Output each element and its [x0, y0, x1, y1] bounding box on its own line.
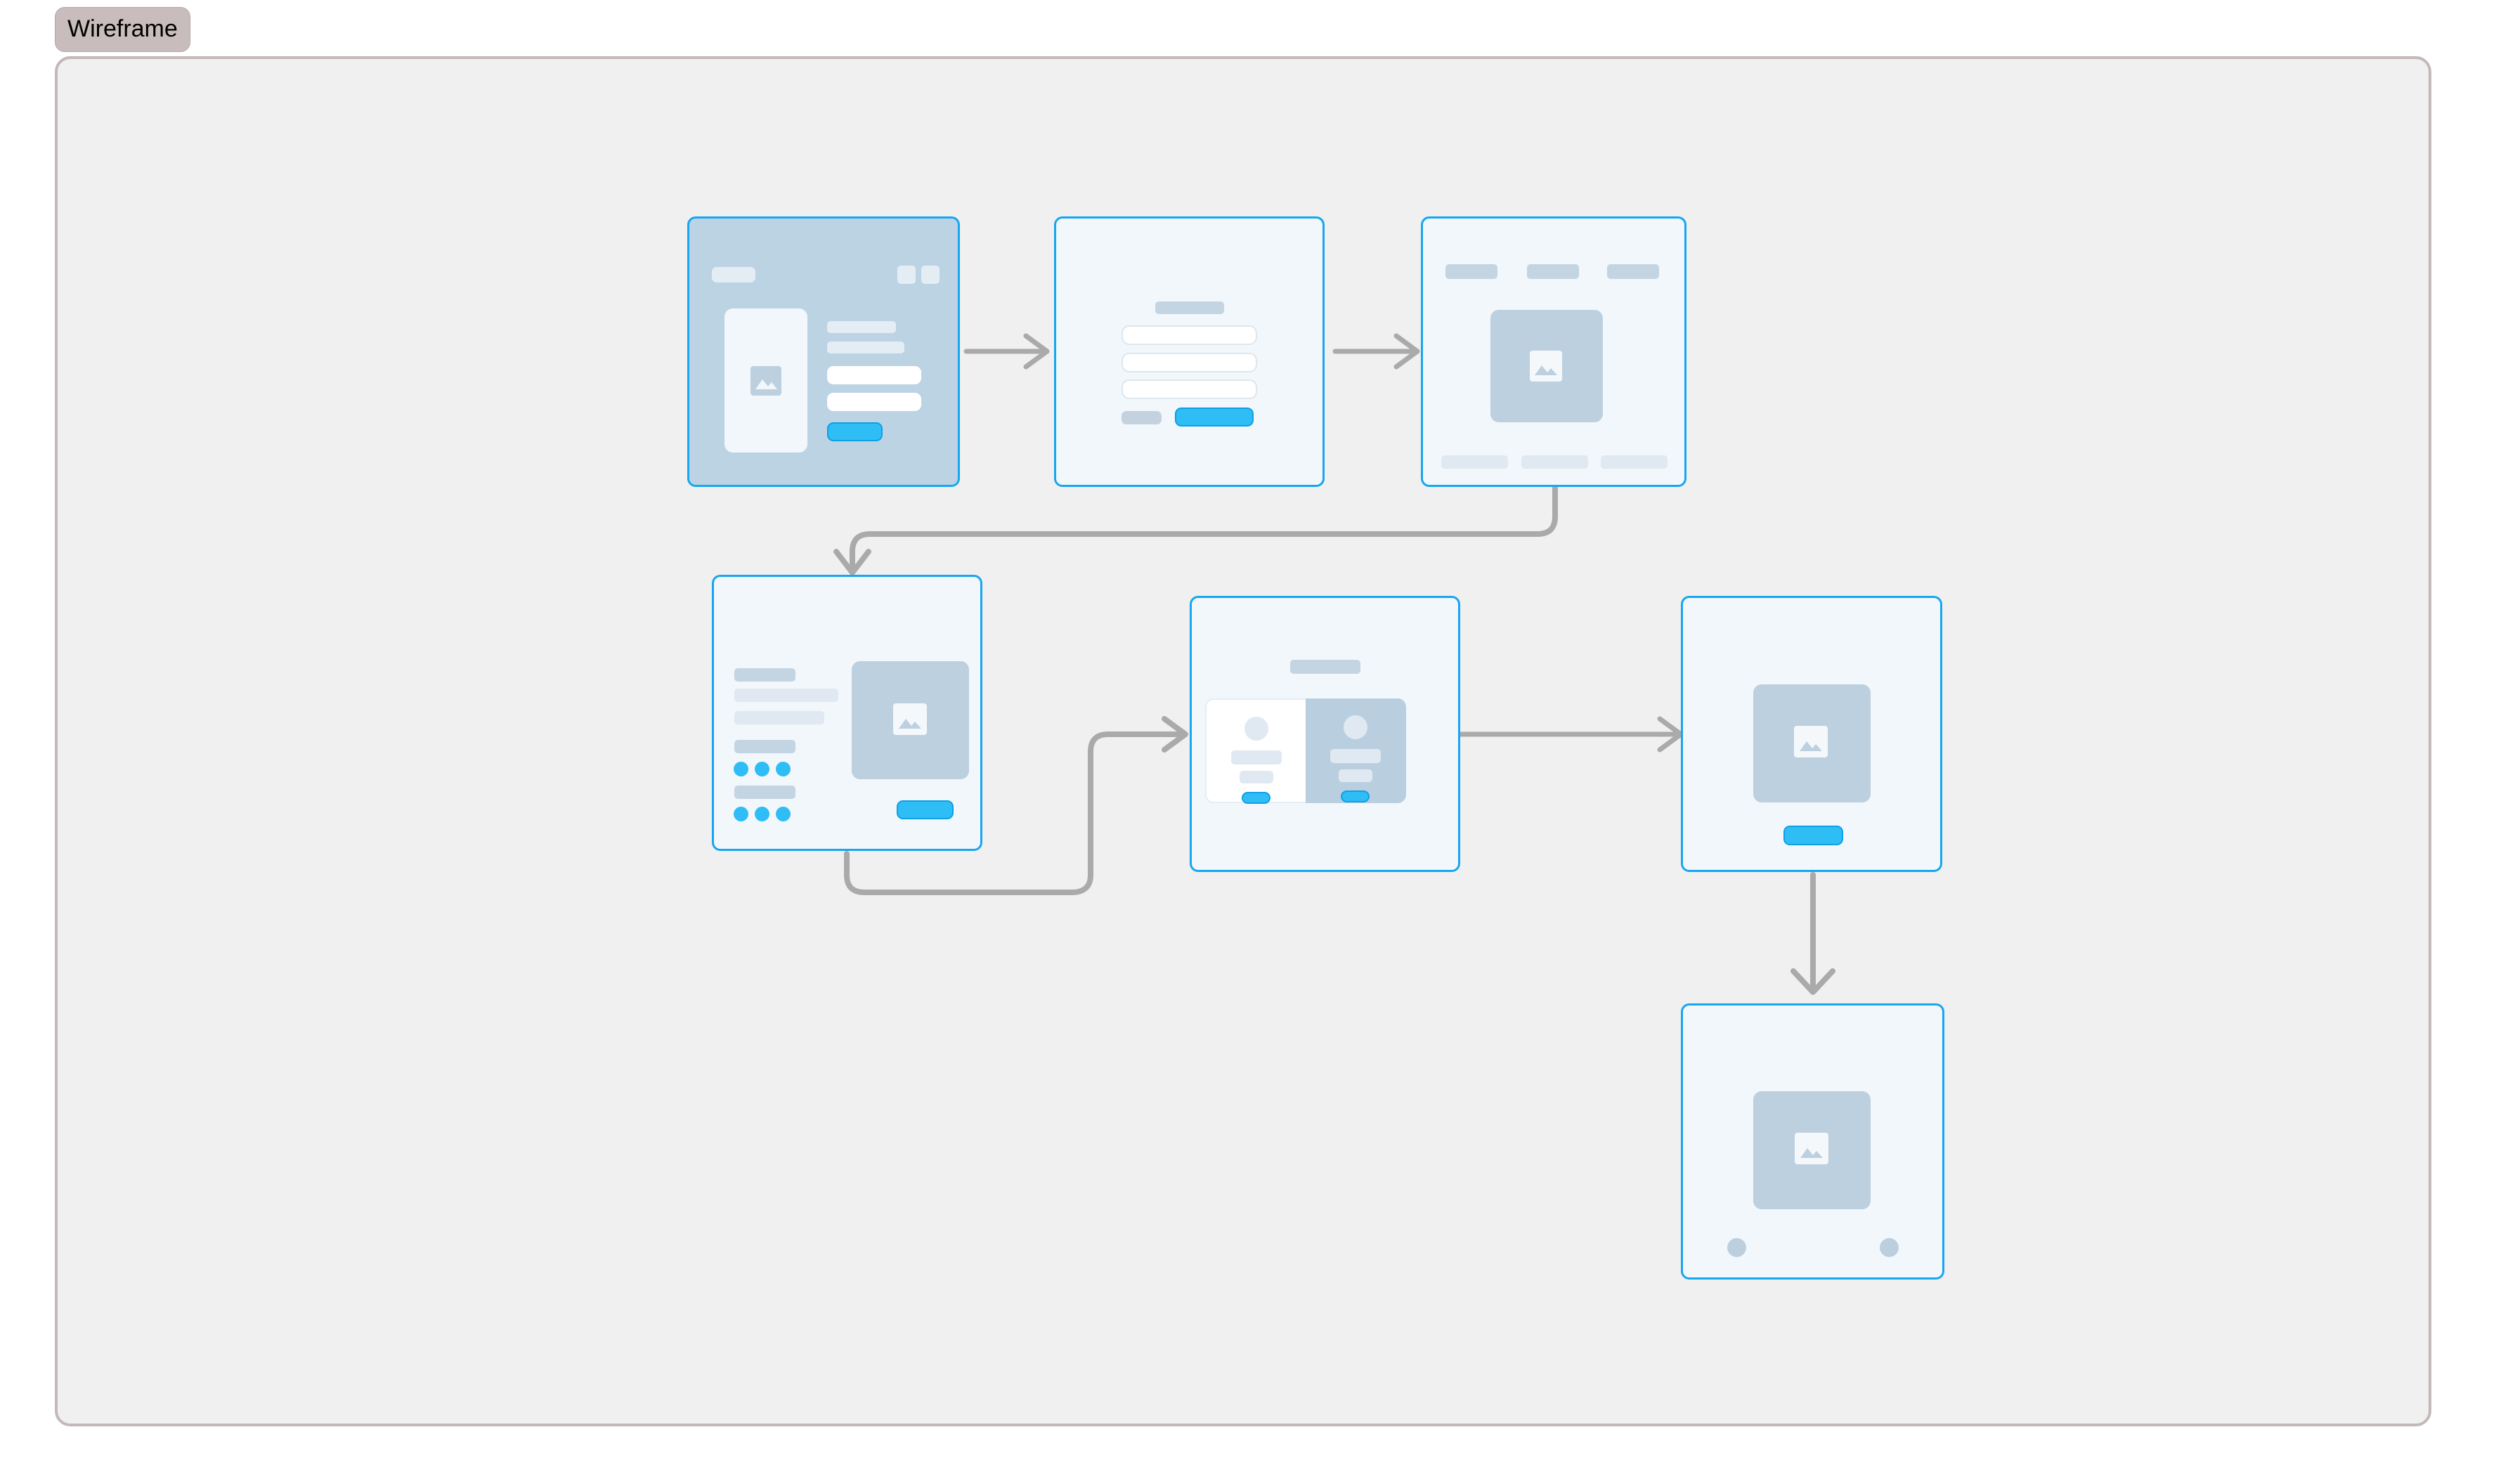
plan-card-pro[interactable]: [1306, 698, 1406, 803]
product-text-bar-1: [827, 321, 896, 333]
screen-gallery[interactable]: [1421, 216, 1686, 487]
product-input-bar-1[interactable]: [827, 366, 921, 384]
plan-select-basic-button[interactable]: [1242, 792, 1270, 804]
config-primary-button[interactable]: [897, 800, 954, 819]
gallery-footer-item-1[interactable]: [1441, 455, 1508, 469]
connector-screen3-to-screen4: [833, 483, 1558, 575]
header-bar: [712, 267, 755, 282]
gallery-nav-item-3[interactable]: [1607, 264, 1659, 279]
config-option-label-1: [734, 740, 795, 753]
connector-screen6-to-screen7: [1790, 872, 1835, 995]
config-swatch-1[interactable]: [734, 762, 748, 776]
gallery-footer-item-2[interactable]: [1521, 455, 1588, 469]
product-text-bar-2: [827, 341, 904, 353]
plan-card-basic[interactable]: [1205, 698, 1306, 804]
config-description-line-1: [734, 689, 838, 702]
connector-screen5-to-screen6: [1452, 716, 1684, 753]
form-input-field-3[interactable]: [1122, 379, 1257, 399]
screen-plan-comparison[interactable]: [1190, 596, 1460, 872]
config-swatch-4[interactable]: [734, 807, 748, 821]
form-input-field-2[interactable]: [1122, 353, 1257, 372]
confirmation-dot-left[interactable]: [1727, 1238, 1746, 1257]
screen-preview[interactable]: [1681, 596, 1942, 872]
preview-primary-button[interactable]: [1783, 826, 1843, 845]
form-submit-button[interactable]: [1175, 408, 1254, 427]
header-action-2-icon[interactable]: [921, 266, 940, 284]
product-input-bar-2[interactable]: [827, 393, 921, 411]
connector-screen1-to-screen2: [963, 333, 1050, 370]
gallery-nav-item-1[interactable]: [1445, 264, 1497, 279]
screen-confirmation[interactable]: [1681, 1003, 1944, 1280]
config-title-bar: [734, 668, 795, 682]
connector-screen2-to-screen3: [1332, 333, 1420, 370]
screen-form[interactable]: [1054, 216, 1325, 487]
config-swatch-3[interactable]: [776, 762, 791, 776]
plan-select-pro-button[interactable]: [1341, 790, 1370, 802]
plan-avatar-basic: [1244, 717, 1268, 741]
gallery-footer-item-3[interactable]: [1601, 455, 1668, 469]
form-title-bar: [1155, 301, 1224, 314]
confirmation-dot-right[interactable]: [1880, 1238, 1899, 1257]
gallery-nav-item-2[interactable]: [1527, 264, 1579, 279]
image-placeholder-icon: [893, 703, 927, 735]
image-placeholder-icon: [1530, 351, 1562, 382]
plan-bar-basic-2: [1240, 771, 1273, 783]
image-placeholder-icon: [750, 366, 781, 396]
form-cancel-button[interactable]: [1122, 411, 1162, 424]
add-to-cart-button[interactable]: [827, 422, 883, 441]
image-placeholder-icon: [1795, 1133, 1828, 1164]
config-description-line-2: [734, 711, 824, 724]
screen-product-detail[interactable]: [687, 216, 960, 487]
plan-bar-pro-2: [1339, 769, 1372, 782]
config-swatch-6[interactable]: [776, 807, 791, 821]
plan-section-title: [1290, 660, 1360, 674]
config-swatch-2[interactable]: [755, 762, 769, 776]
screen-configurator[interactable]: [712, 575, 982, 851]
config-swatch-5[interactable]: [755, 807, 769, 821]
plan-bar-basic-1: [1231, 750, 1282, 764]
config-option-label-2: [734, 786, 795, 799]
wireframe-badge: Wireframe: [55, 7, 190, 52]
image-placeholder-icon: [1794, 726, 1828, 757]
plan-bar-pro-1: [1330, 749, 1381, 763]
form-input-field-1[interactable]: [1122, 325, 1257, 345]
plan-avatar-pro: [1344, 715, 1367, 739]
header-action-1-icon[interactable]: [897, 266, 916, 284]
